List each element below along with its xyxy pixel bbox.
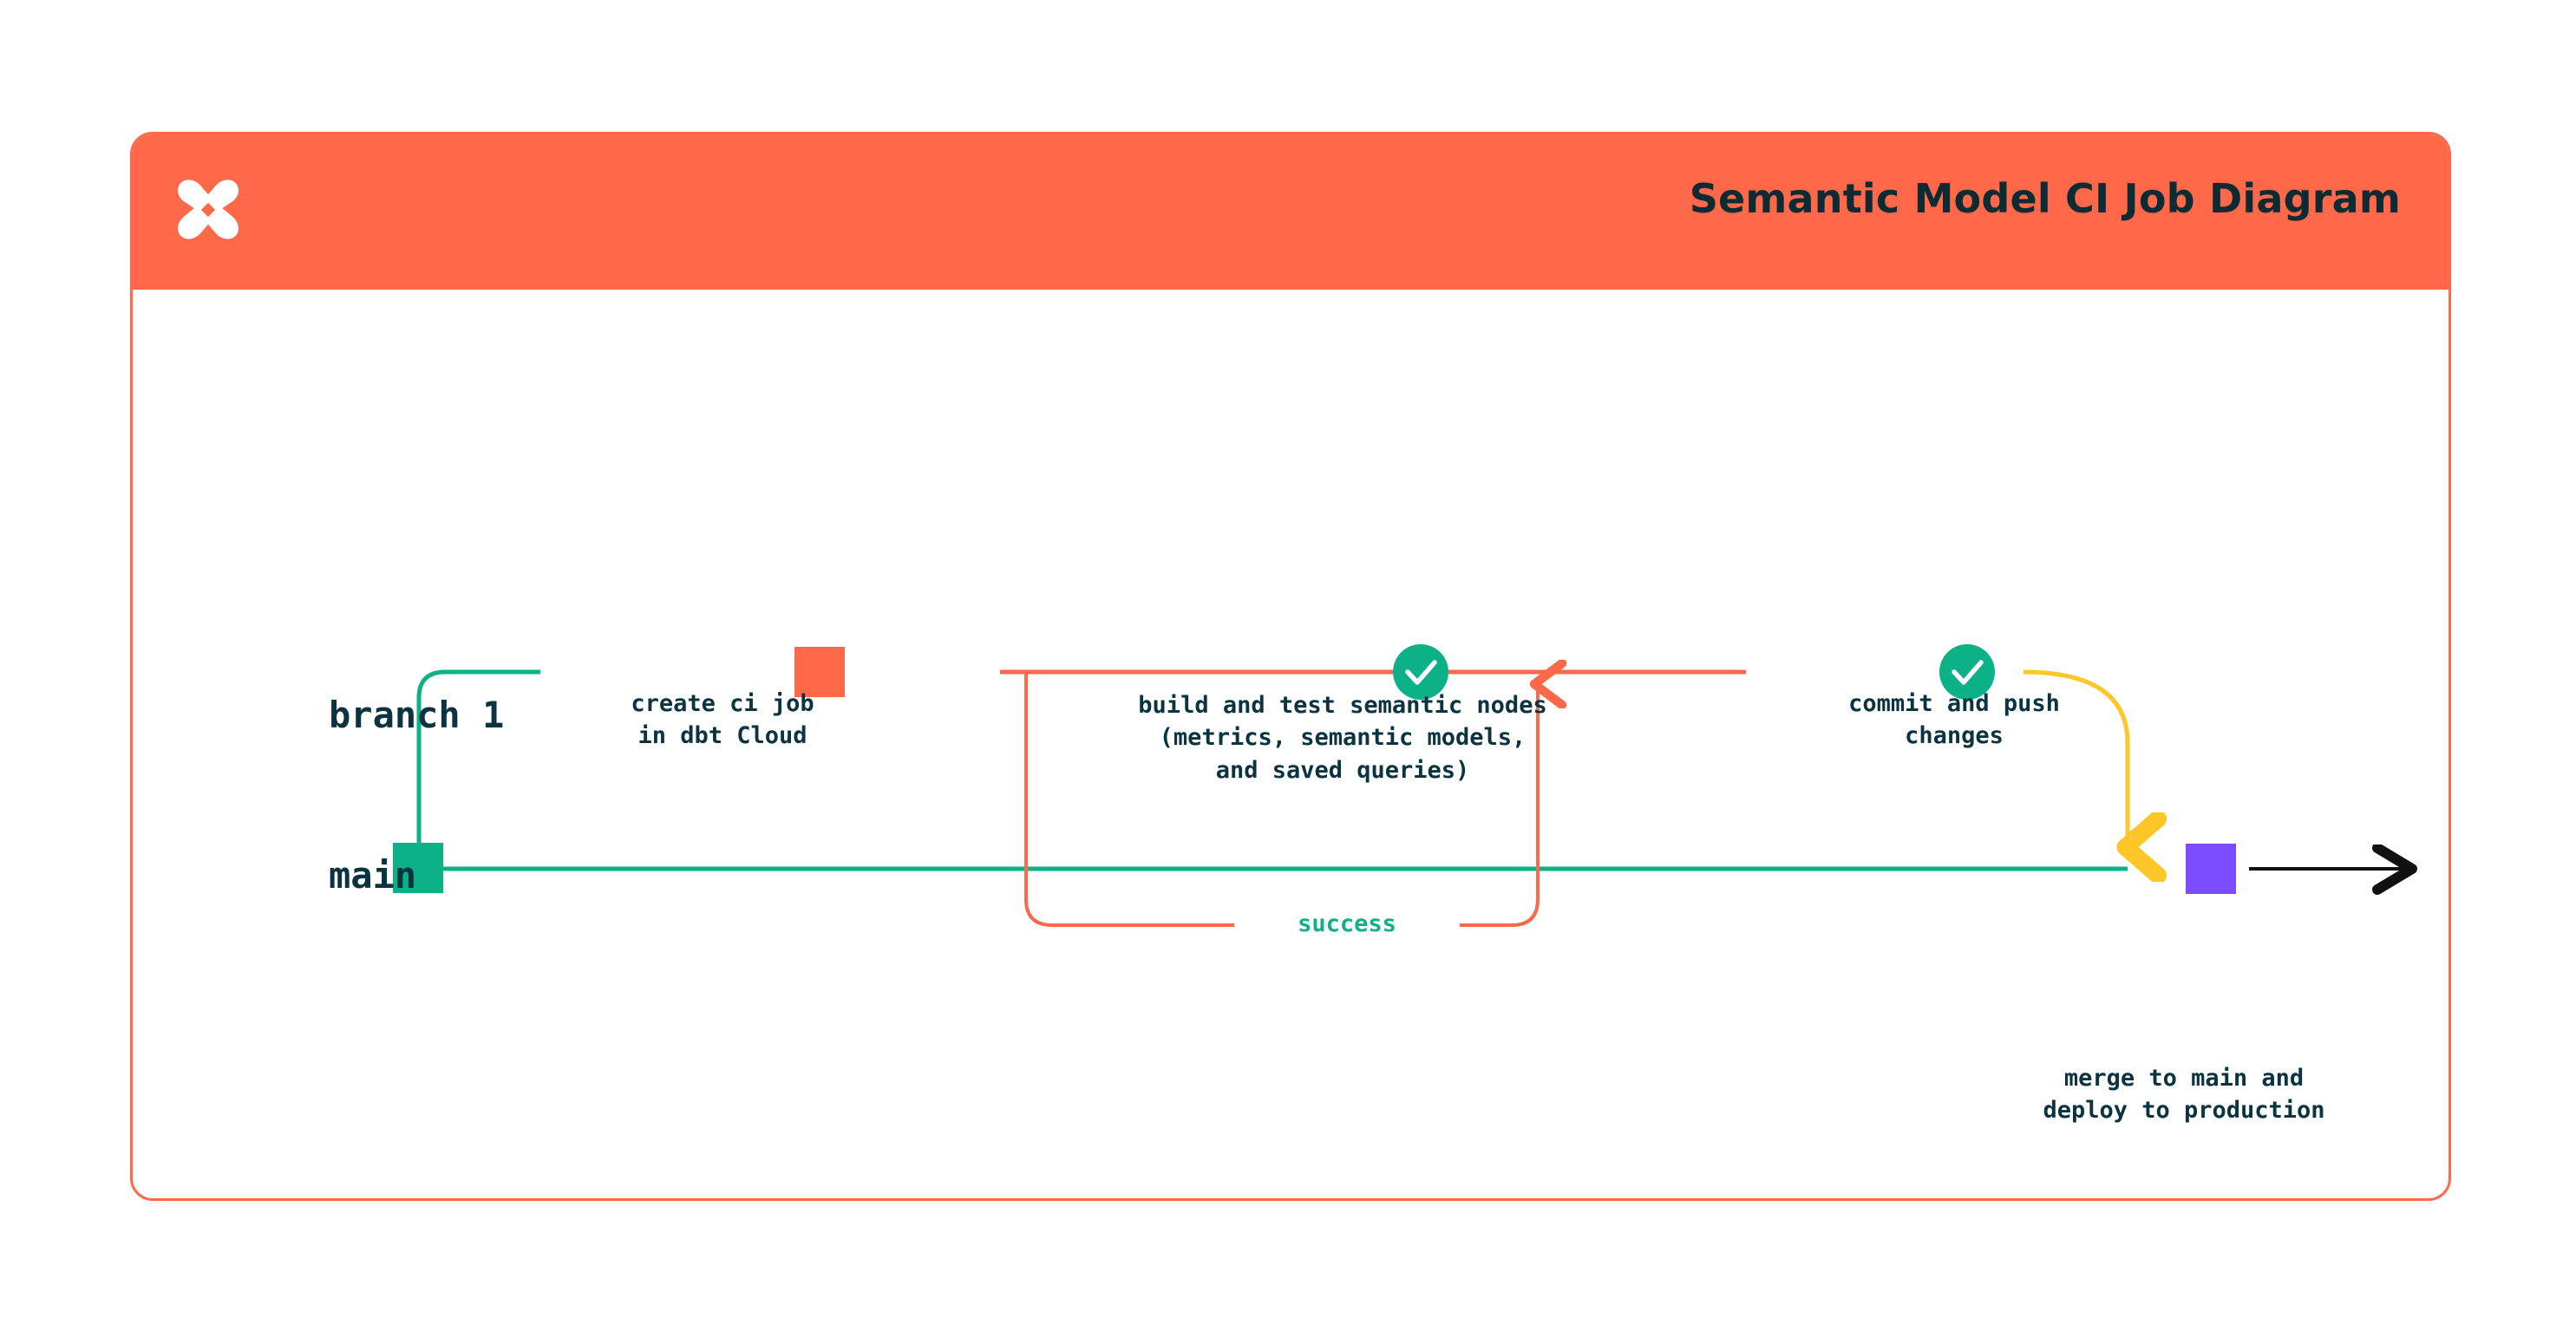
- dbt-logo-icon: [177, 179, 239, 239]
- caption-merge-to-main: merge to main and deploy to production: [2043, 1065, 2325, 1125]
- diagram-wires: [393, 644, 2449, 927]
- node-main-start[interactable]: [393, 843, 443, 893]
- check-icon: [1952, 660, 1984, 685]
- success-edge-label: success: [1234, 910, 1460, 937]
- check-icon: [1405, 660, 1437, 685]
- merge-down-line: [2023, 669, 2128, 847]
- card-header: Semantic Model CI Job Diagram: [133, 134, 2449, 290]
- node-merge-to-main[interactable]: [2186, 844, 2236, 894]
- lane-label-branch-1: branch 1: [329, 694, 505, 736]
- caption-create-ci-job: create ci job in dbt Cloud: [631, 690, 814, 750]
- node-build-and-test[interactable]: [1393, 644, 1448, 700]
- caption-commit-and-push: commit and push changes: [1848, 690, 2060, 750]
- success-loop-left: [1024, 672, 1234, 927]
- branch-off-line: [416, 669, 540, 869]
- lane-label-main: main: [329, 854, 417, 897]
- success-loop-right: [1460, 684, 1538, 927]
- caption-build-and-test: build and test semantic nodes (metrics, …: [1138, 692, 1547, 784]
- node-commit-and-push[interactable]: [1939, 644, 1995, 700]
- diagram-card: Semantic Model CI Job Diagram: [130, 132, 2451, 1201]
- diagram-canvas: branch 1 main create ci job in dbt Cloud…: [133, 292, 2449, 1198]
- page-title: Semantic Model CI Job Diagram: [1689, 175, 2401, 222]
- node-create-ci-job[interactable]: [794, 647, 845, 697]
